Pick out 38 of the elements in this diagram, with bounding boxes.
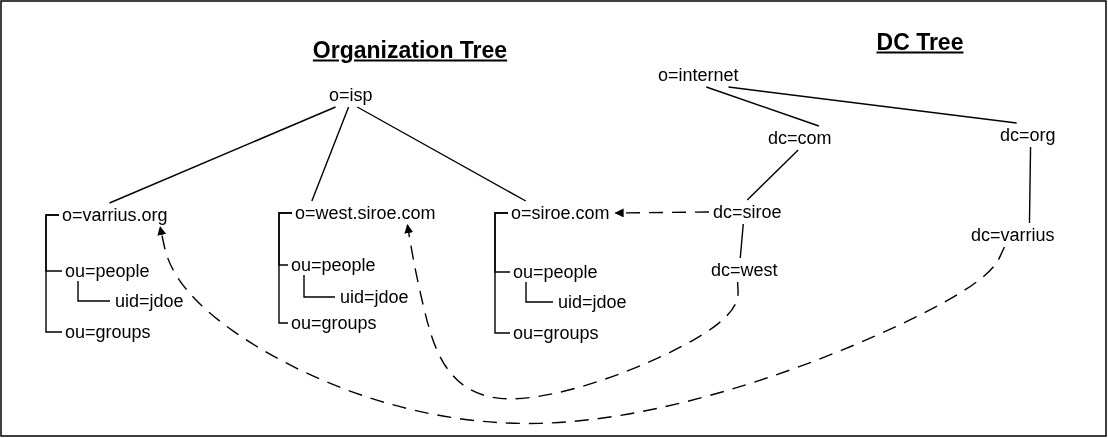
dashed-arrow	[614, 208, 710, 218]
entry-label: o=internet	[658, 65, 739, 85]
dashed-arrow	[404, 224, 739, 400]
entry-label: dc=varrius	[971, 225, 1055, 245]
entry-label: o=west.siroe.com	[295, 203, 436, 223]
tree-line	[727, 86, 1018, 124]
tree-line	[356, 106, 527, 202]
tree-line	[746, 149, 799, 201]
entry-label: dc=org	[1000, 125, 1056, 145]
entry-label: ou=people	[65, 261, 150, 281]
tree-line	[705, 86, 820, 127]
entry-label: ou=people	[291, 255, 376, 275]
entry-label: uid=jdoe	[340, 287, 409, 307]
tree-line	[525, 281, 554, 303]
tree-line	[494, 212, 511, 334]
tree-heading: Organization Tree	[312, 36, 508, 64]
entry-label: o=isp	[329, 85, 373, 105]
entry-label: dc=com	[768, 128, 832, 148]
entry-label: o=varrius.org	[62, 205, 168, 225]
entry-label: ou=people	[513, 262, 598, 282]
entry-label: ou=groups	[513, 323, 599, 343]
entry-label: uid=jdoe	[115, 291, 184, 311]
tree-line	[77, 280, 111, 302]
tree-heading: DC Tree	[876, 28, 964, 56]
tree-line	[108, 106, 337, 204]
entry-label: dc=west	[711, 260, 778, 280]
entry-label: o=siroe.com	[511, 203, 610, 223]
tree-line	[45, 214, 63, 333]
tree-line	[278, 212, 293, 324]
entry-label: ou=groups	[291, 313, 377, 333]
tree-line	[739, 223, 744, 259]
tree-line	[1028, 146, 1032, 224]
dashed-arrow	[157, 226, 1006, 425]
entry-label: ou=groups	[65, 322, 151, 342]
tree-line	[303, 274, 336, 298]
entry-label: dc=siroe	[713, 202, 782, 222]
tree-line	[311, 106, 350, 202]
entry-label: uid=jdoe	[558, 292, 627, 312]
